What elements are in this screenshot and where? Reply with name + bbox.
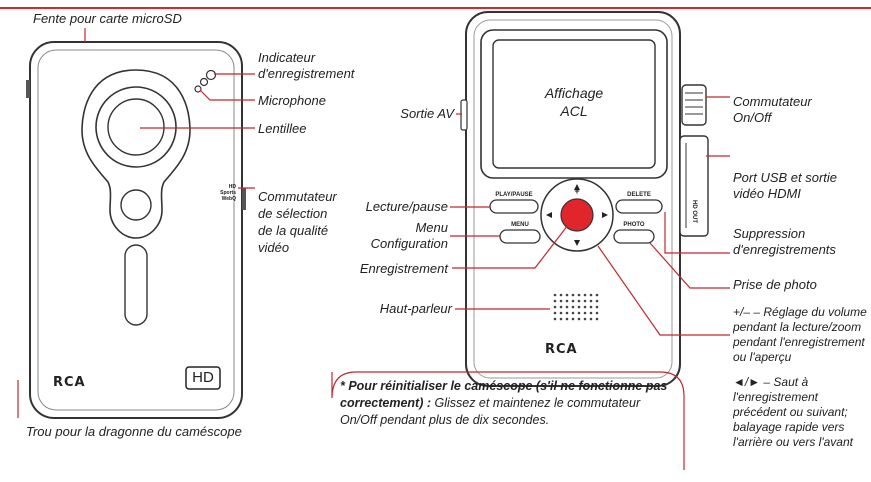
lcd-screen [492,39,656,169]
minus-symbol: – [574,235,579,245]
quality-mode-labels: HD Sports WebQ [216,184,236,202]
left-camcorder [26,41,246,419]
hd-out-label: HD OUT [691,200,697,223]
play-pause-button[interactable] [489,199,539,214]
quality-mode-hd: HD [228,184,236,190]
microphone-hole [194,85,202,93]
label-record-indicator: Indicateur d'enregistrement [258,50,355,81]
right-camcorder: PLAY/PAUSE MENU DELETE PHOTO + – HD OUT [460,11,709,387]
play-pause-button-label: PLAY/PAUSE [495,192,532,198]
speaker-grill [553,293,599,321]
note-box-border [331,371,685,470]
label-speaker: Haut-parleur [379,301,452,316]
hd-badge [185,366,221,390]
right-arrow-icon[interactable] [602,212,608,218]
label-microsd-slot: Fente pour carte microSD [33,11,182,26]
label-skip: ◄/► – Saut à l'enregistrement précédent … [733,375,853,449]
photo-button[interactable] [613,229,655,244]
label-av-out: Sortie AV [400,106,454,121]
hd-badge-text: HD [192,369,214,386]
label-volume-zoom: +/– – Réglage du volume pendant la lectu… [733,305,867,364]
left-callout-lines [17,28,255,418]
reset-note-bold: * Pour réinitialiser le caméscope (s'il … [340,379,668,410]
reset-note: * Pour réinitialiser le caméscope (s'il … [340,378,680,429]
label-menu: Menu Configuration [370,220,448,251]
plus-arrow-icon[interactable] [574,184,580,190]
label-strap-hole: Trou pour la dragonne du caméscope [26,424,242,439]
label-lcd: Affichage ACL [544,85,604,119]
delete-button[interactable] [615,199,663,214]
delete-button-label: DELETE [627,192,651,198]
label-photo: Prise de photo [733,277,817,292]
reset-note-text: Glissez et maintenez le commutateur On/O… [340,396,641,427]
label-quality-switch: Commutateur de sélection de la qualité v… [258,189,337,255]
record-indicator-light [205,69,217,81]
menu-button[interactable] [499,229,541,244]
label-play-pause: Lecture/pause [365,199,448,214]
plus-symbol: + [574,186,579,196]
menu-button-label: MENU [511,222,529,228]
grip-slot [124,244,148,326]
right-callout-lines [450,96,730,336]
label-usb-hdmi: Port USB et sortie vidéo HDMI [733,170,838,201]
minus-arrow-icon[interactable] [574,240,580,246]
quality-mode-webq: WebQ [221,196,236,202]
label-lens: Lentillee [258,121,307,136]
photo-button-label: PHOTO [623,222,645,228]
label-power-switch: Commutateur On/Off [733,94,812,125]
flash-circle [120,189,152,221]
rca-logo-left: RCA [53,375,86,390]
label-record: Enregistrement [359,261,448,276]
quality-mode-sports: Sports [220,190,236,196]
label-microphone: Microphone [258,93,326,108]
label-delete: Suppression d'enregistrements [733,226,836,257]
record-button[interactable] [560,198,594,232]
rca-logo-right: RCA [545,342,578,357]
left-arrow-icon[interactable] [546,212,552,218]
